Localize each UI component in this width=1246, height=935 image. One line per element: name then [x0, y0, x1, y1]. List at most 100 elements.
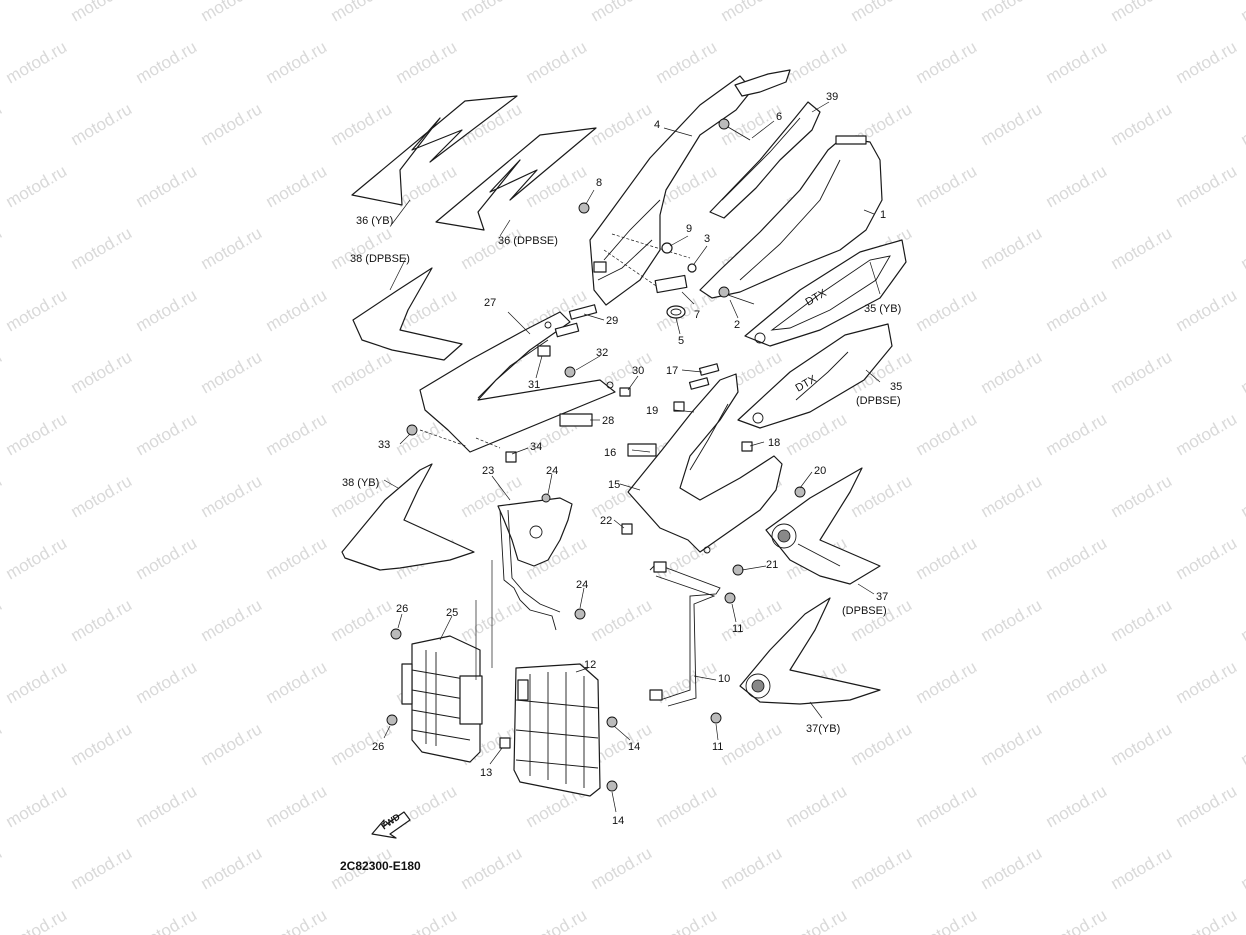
watermark-text: motod.ru [68, 843, 136, 893]
watermark-text: motod.ru [653, 905, 721, 935]
callout-32: 32 [596, 347, 608, 359]
watermark-text: motod.ru [978, 347, 1046, 397]
washer-9 [661, 242, 673, 254]
bolt-21 [732, 564, 744, 576]
bolt-26-bottom [386, 714, 398, 726]
watermark-text: motod.ru [1238, 223, 1246, 273]
callout-19: 19 [646, 405, 658, 417]
watermark-text: motod.ru [1173, 905, 1241, 935]
watermark-text: motod.ru [783, 37, 851, 87]
watermark-text: motod.ru [978, 595, 1046, 645]
watermark-text: motod.ru [1173, 657, 1241, 707]
watermark-text: motod.ru [0, 347, 5, 397]
watermark-text: motod.ru [913, 161, 981, 211]
watermark-text: motod.ru [718, 595, 786, 645]
watermark-text: motod.ru [68, 223, 136, 273]
watermark-text: motod.ru [653, 37, 721, 87]
fwd-arrow-icon: FWD [371, 811, 411, 839]
watermark-text: motod.ru [1238, 0, 1246, 25]
bolt-20 [794, 486, 806, 498]
pad-28 [559, 413, 593, 427]
decal-37-yb [739, 597, 881, 705]
callout-22: 22 [600, 515, 612, 527]
watermark-text: motod.ru [1108, 843, 1176, 893]
watermark-text: motod.ru [978, 0, 1046, 25]
watermark-text: motod.ru [1173, 37, 1241, 87]
callout-34: 34 [530, 441, 542, 453]
watermark-text: motod.ru [523, 37, 591, 87]
watermark-text: motod.ru [0, 99, 5, 149]
callout-1: 1 [880, 209, 886, 221]
callout-33: 33 [378, 439, 390, 451]
callout-10: 10 [718, 673, 730, 685]
watermark-text: motod.ru [588, 0, 656, 25]
clip-19 [673, 401, 685, 412]
watermark-text: motod.ru [0, 0, 5, 25]
decal-38-dpbse [352, 267, 463, 361]
watermark-text: motod.ru [1173, 781, 1241, 831]
watermark-text: motod.ru [1043, 37, 1111, 87]
watermark-text: motod.ru [718, 719, 786, 769]
bolt-2 [718, 286, 755, 305]
bolt-26-top [390, 628, 402, 640]
watermark-text: motod.ru [1108, 0, 1176, 25]
watermark-text: motod.ru [458, 595, 526, 645]
watermark-text: motod.ru [848, 843, 916, 893]
side-cover-1 [699, 135, 883, 299]
nut-13 [499, 737, 511, 749]
watermark-text: motod.ru [133, 657, 201, 707]
watermark-text: motod.ru [328, 99, 396, 149]
nut-22 [621, 523, 633, 535]
watermark-text: motod.ru [718, 0, 786, 25]
watermark-text: motod.ru [1108, 99, 1176, 149]
pad-16 [627, 443, 657, 457]
callout-8: 8 [596, 177, 602, 189]
watermark-text: motod.ru [588, 99, 656, 149]
callout-11-bottom: 11 [712, 741, 723, 753]
watermark-text: motod.ru [133, 781, 201, 831]
watermark-text: motod.ru [913, 905, 981, 935]
nut-34 [505, 451, 517, 463]
callout-12: 12 [584, 659, 596, 671]
watermark-text: motod.ru [978, 471, 1046, 521]
callout-21: 21 [766, 559, 778, 571]
watermark-text: motod.ru [458, 843, 526, 893]
watermark-text: motod.ru [68, 719, 136, 769]
watermark-text: motod.ru [198, 347, 266, 397]
watermark-text: motod.ru [198, 595, 266, 645]
watermark-text: motod.ru [68, 347, 136, 397]
decal-35-yb: DTX [744, 239, 907, 347]
watermark-text: motod.ru [913, 657, 981, 707]
watermark-text: motod.ru [1043, 533, 1111, 583]
pad-30 [619, 387, 631, 397]
watermark-text: motod.ru [1173, 285, 1241, 335]
watermark-text: motod.ru [1043, 161, 1111, 211]
watermark-text: motod.ru [913, 409, 981, 459]
watermark-text: motod.ru [913, 533, 981, 583]
watermark-text: motod.ru [393, 161, 461, 211]
watermark-text: motod.ru [3, 161, 71, 211]
watermark-text: motod.ru [653, 781, 721, 831]
guide-lines [419, 429, 501, 680]
callout-31: 31 [528, 379, 540, 391]
watermark-text: motod.ru [913, 285, 981, 335]
trim-39 [709, 101, 821, 219]
watermark-text: motod.ru [978, 99, 1046, 149]
watermark-text: motod.ru [3, 409, 71, 459]
watermark-text: motod.ru [1108, 719, 1176, 769]
watermark-text: motod.ru [1173, 161, 1241, 211]
watermark-text: motod.ru [328, 223, 396, 273]
callout-14-bottom: 14 [612, 815, 624, 827]
callout-14-top: 14 [628, 741, 640, 753]
watermark-text: motod.ru [133, 409, 201, 459]
watermark-text: motod.ru [328, 347, 396, 397]
watermark-text: motod.ru [68, 595, 136, 645]
watermark-text: motod.ru [0, 223, 5, 273]
watermark-text: motod.ru [328, 595, 396, 645]
watermark-text: motod.ru [328, 719, 396, 769]
callout-36-dpbse: 36 (DPBSE) [498, 235, 558, 247]
watermark-text: motod.ru [68, 471, 136, 521]
watermark-text: motod.ru [913, 781, 981, 831]
decal-35-dpbse: DTX [737, 323, 893, 429]
